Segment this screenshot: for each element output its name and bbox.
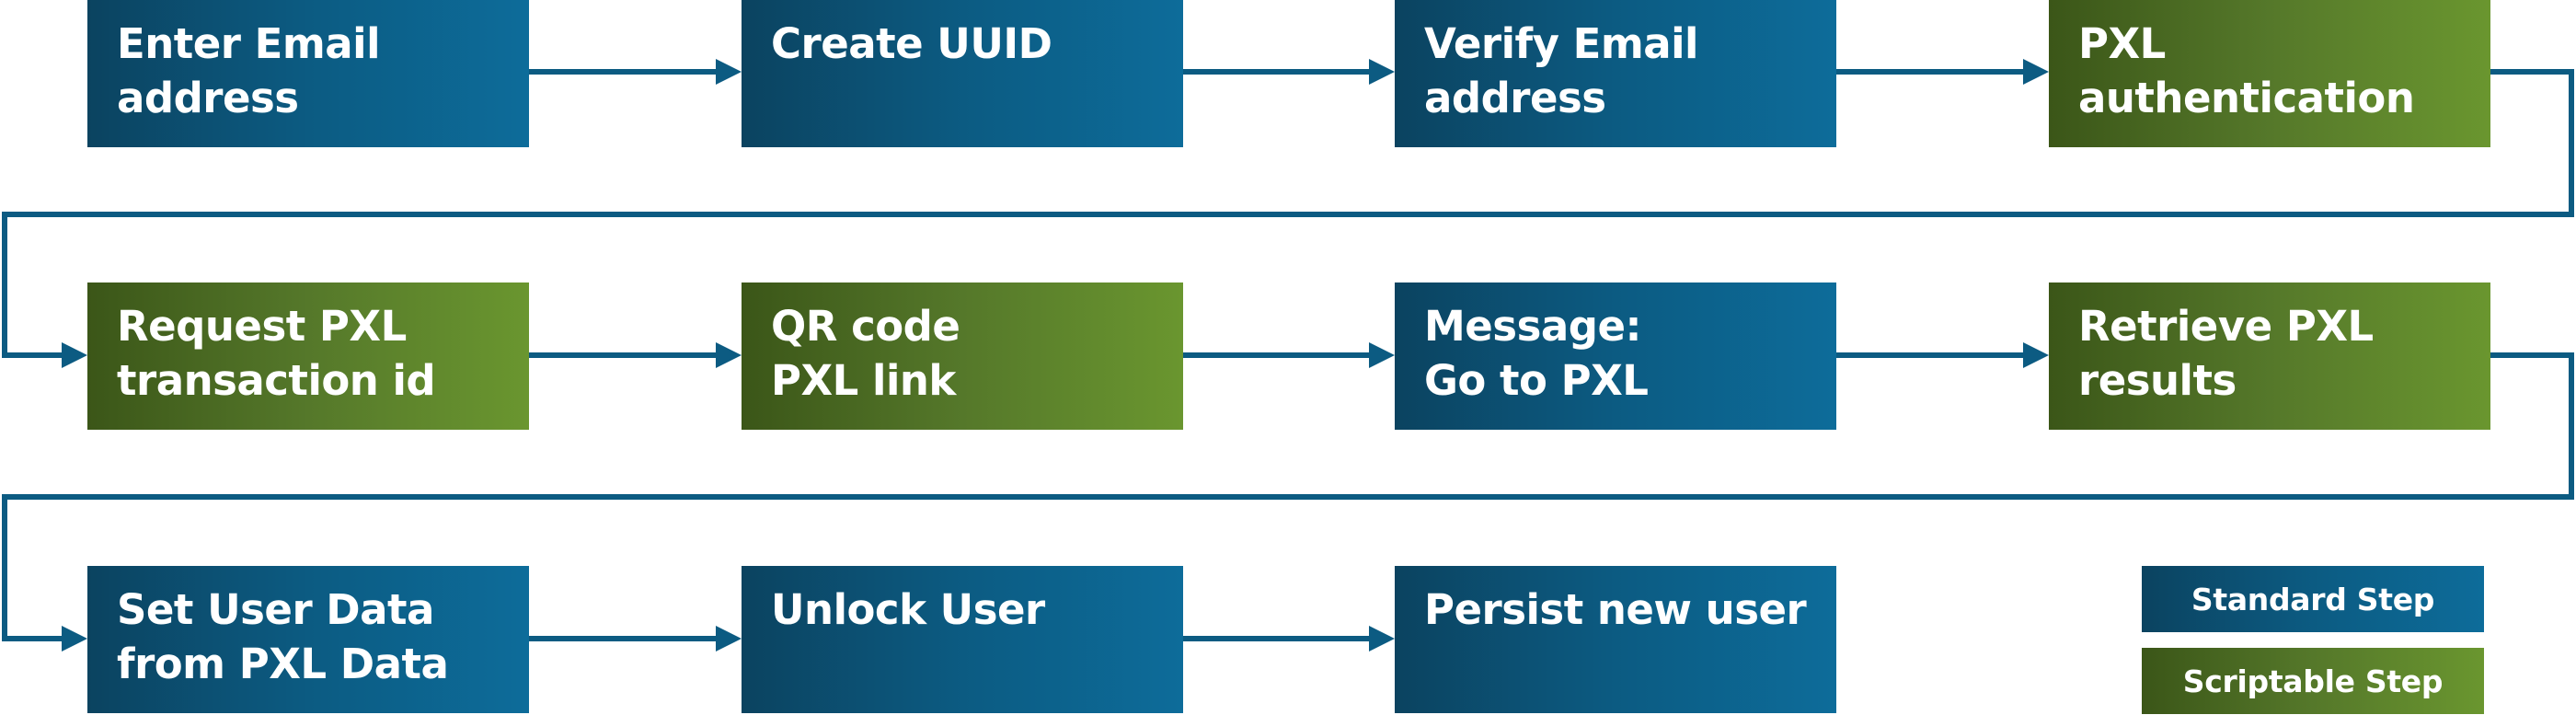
arrowhead xyxy=(2023,59,2049,85)
arrowhead xyxy=(716,342,742,368)
arrowhead xyxy=(1369,342,1395,368)
step-pxl-authentication: PXL authentication xyxy=(2049,0,2490,147)
step-enter-email-address: Enter Email address xyxy=(87,0,529,147)
arrowhead xyxy=(716,626,742,652)
step-create-uuid: Create UUID xyxy=(742,0,1183,147)
step-qr-code-pxl-link: QR code PXL link xyxy=(742,283,1183,430)
step-retrieve-pxl-results: Retrieve PXL results xyxy=(2049,283,2490,430)
arrowhead xyxy=(716,59,742,85)
arrowhead xyxy=(1369,59,1395,85)
step-message-go-to-pxl: Message: Go to PXL xyxy=(1395,283,1836,430)
connector-4-5 xyxy=(2,69,2574,358)
step-request-pxl-transaction-id: Request PXL transaction id xyxy=(87,283,529,430)
step-persist-new-user: Persist new user xyxy=(1395,566,1836,713)
arrowhead xyxy=(62,342,87,368)
connector-8-9 xyxy=(2,352,2574,641)
legend-scriptable-step: Scriptable Step xyxy=(2142,648,2484,714)
step-set-user-data: Set User Data from PXL Data xyxy=(87,566,529,713)
arrowhead xyxy=(62,626,87,652)
arrowhead xyxy=(1369,626,1395,652)
legend-standard-step: Standard Step xyxy=(2142,566,2484,632)
arrowhead xyxy=(2023,342,2049,368)
step-verify-email-address: Verify Email address xyxy=(1395,0,1836,147)
step-unlock-user: Unlock User xyxy=(742,566,1183,713)
